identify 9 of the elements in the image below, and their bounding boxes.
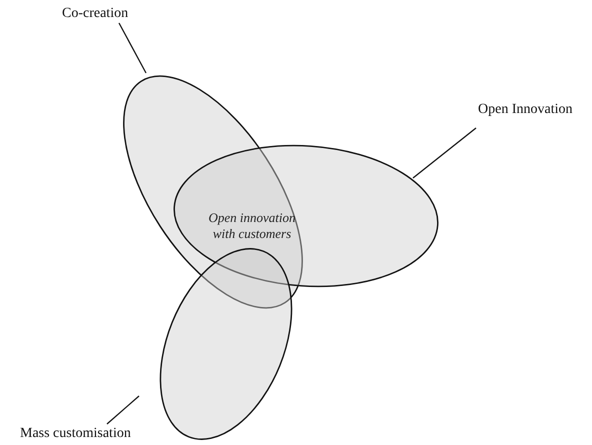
leader-line	[106, 396, 140, 424]
leader-line	[412, 128, 476, 178]
ellipse-shape	[174, 144, 438, 288]
overlap-label: Open innovation with customers	[207, 210, 296, 242]
leader-line	[118, 22, 147, 74]
callout-label: Mass customisation	[20, 426, 131, 442]
ellipse-shape	[160, 248, 292, 440]
callout-label: Open Innovation	[478, 102, 572, 118]
callout-label: Co-creation	[62, 6, 128, 22]
